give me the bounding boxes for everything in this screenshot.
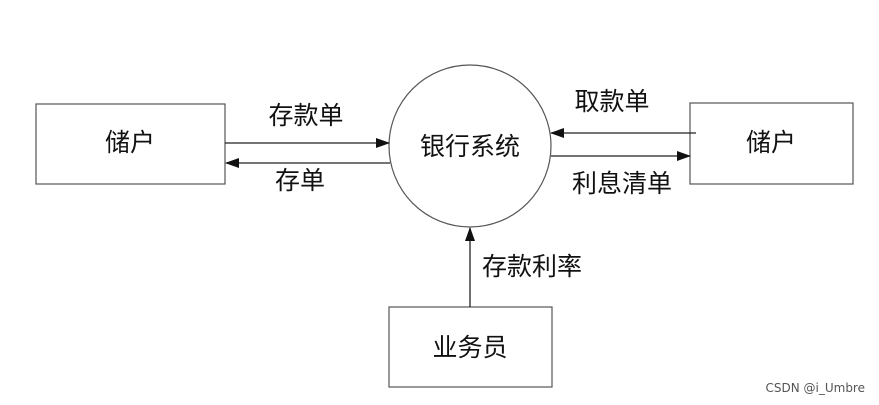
clerk-box: [388, 306, 553, 388]
left-depositor-label: 储户: [105, 128, 155, 157]
left-depositor-box: [35, 103, 226, 185]
deposit-receipt-label: 存单: [275, 166, 325, 195]
watermark: CSDN @i_Umbre: [765, 381, 865, 395]
interest-statement-label: 利息清单: [572, 169, 672, 198]
clerk-label: 业务员: [432, 333, 507, 362]
withdrawal-slip-label: 取款单: [574, 87, 649, 116]
deposit-slip-label: 存款单: [268, 101, 343, 130]
right-depositor-box: [689, 102, 854, 185]
deposit-rate-label: 存款利率: [482, 252, 582, 281]
right-depositor-label: 储户: [746, 128, 796, 157]
bank-system-label: 银行系统: [420, 132, 520, 161]
